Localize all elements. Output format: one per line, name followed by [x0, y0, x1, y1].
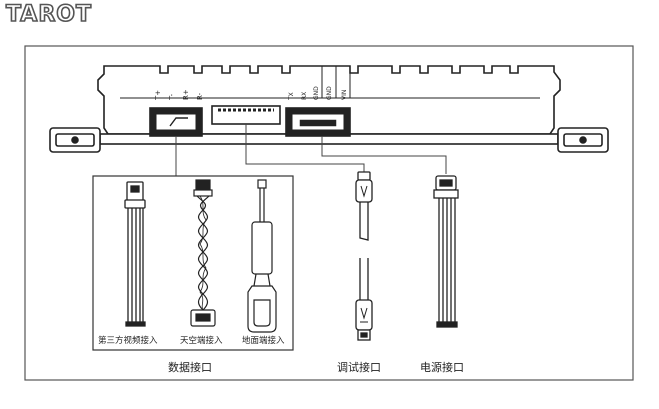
video-cable-label: 第三方视频接入 — [98, 335, 158, 346]
ground-side-label: 地面端接入 — [242, 335, 285, 346]
power-port-label: 电源接口 — [420, 360, 464, 374]
pin-label: RX — [301, 92, 308, 100]
video-cable — [124, 181, 146, 327]
pin-label: R+ — [182, 89, 190, 100]
diagram-frame — [24, 45, 634, 381]
pin-label: VIN — [341, 90, 348, 100]
ground-side-cable — [247, 179, 277, 333]
pin-label: T+ — [154, 90, 162, 101]
module-board — [49, 65, 609, 153]
pin-label: T- — [168, 93, 176, 101]
pin-label: GND — [326, 86, 333, 100]
left-pin-labels: T+ T- R+ R- — [154, 89, 204, 101]
pin-label: GND — [313, 86, 320, 100]
right-pin-labels: TX RX GND GND VIN — [288, 86, 348, 101]
power-cable — [433, 175, 459, 328]
pin-label: R- — [196, 92, 204, 100]
data-interface-box — [92, 175, 294, 351]
debug-port-label: 调试接口 — [337, 361, 381, 374]
data-interface-label: 数据接口 — [168, 360, 212, 374]
air-side-cable — [190, 179, 216, 327]
pin-label: TX — [288, 92, 295, 101]
tarot-logo: TAROT — [5, 1, 92, 28]
leader-lines — [175, 124, 447, 176]
air-side-label: 天空端接入 — [180, 335, 223, 346]
debug-usb-cable — [355, 171, 373, 341]
